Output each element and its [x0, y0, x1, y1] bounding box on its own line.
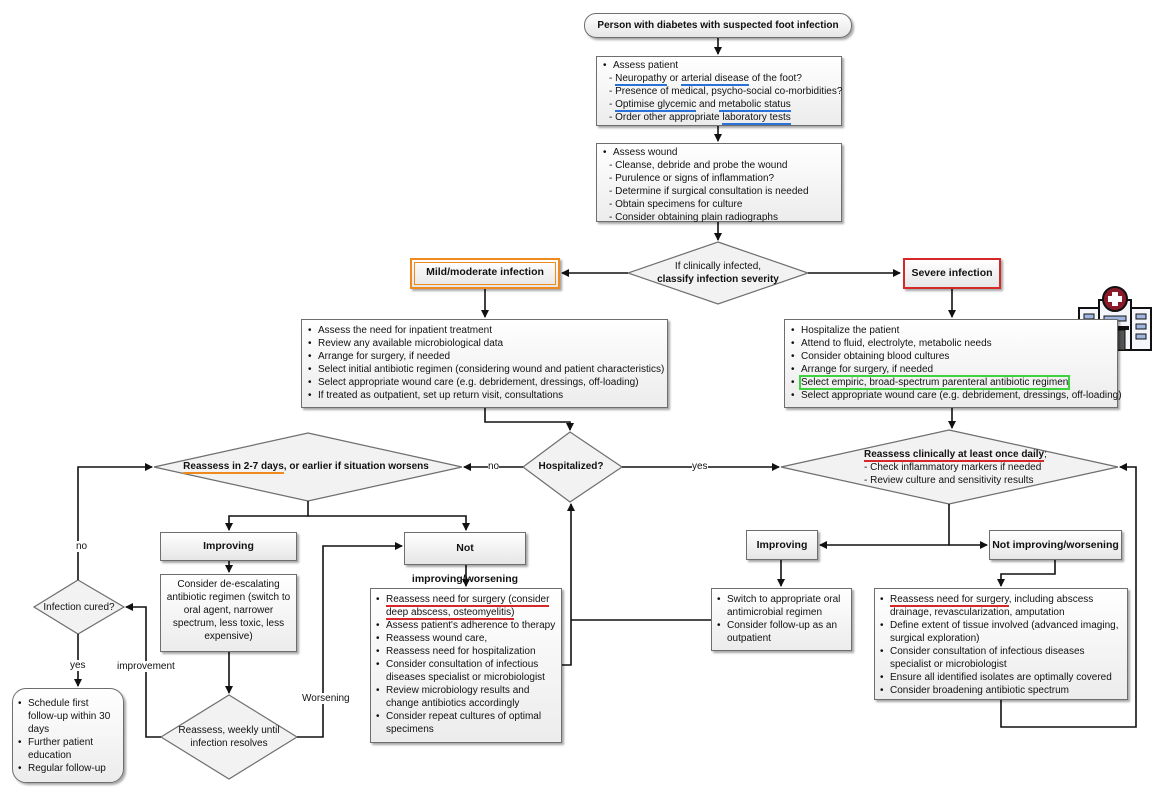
assess-patient-line-4: - Order other appropriate laboratory tes… [609, 112, 791, 125]
assess-patient-line-3: - Optimise glycemic and metabolic status [609, 99, 791, 112]
follow-up-item: Schedule first follow-up within 30 days [18, 697, 118, 736]
assess-wound-item: - Obtain specimens for culture [609, 199, 743, 210]
assess-patient-box: Assess patient - Neuropathy or arterial … [596, 56, 842, 126]
assess-wound-item: - Cleanse, debride and probe the wound [609, 160, 788, 171]
not-improving-right-item: Consider consultation of infectious dise… [880, 645, 1122, 671]
improving-right-item: Consider follow-up as an outpatient [717, 619, 846, 645]
start-node: Person with diabetes with suspected foot… [584, 13, 852, 38]
improving-right-item: Switch to appropriate oral antimicrobial… [717, 593, 846, 619]
not-improving-right-item: Define extent of tissue involved (advanc… [880, 619, 1122, 645]
not-improving-left-box: Reassess need for surgery (consider deep… [370, 588, 562, 743]
assess-wound-item: - Determine if surgical consultation is … [609, 186, 809, 197]
follow-up-box: Schedule first follow-up within 30 days … [12, 688, 124, 783]
cured-no-label: no [76, 541, 88, 552]
improvement-label: improvement [117, 661, 175, 672]
cured-yes-label: yes [70, 660, 86, 671]
reassess-left-decision: Reassess in 2-7 days, or earlier if situ… [183, 461, 429, 474]
severe-action-item: Consider obtaining blood cultures [791, 350, 1111, 363]
severe-action-item: Hospitalize the patient [791, 324, 1111, 337]
hospitalized-yes-label: yes [692, 461, 708, 472]
not-improving-left-item: Consider consultation of infectious dise… [376, 658, 556, 684]
follow-up-item: Regular follow-up [18, 762, 118, 775]
mild-action-item: Arrange for surgery, if needed [308, 350, 661, 363]
not-improving-left-header: Not improving/worsening [404, 532, 526, 585]
mild-infection-header: Mild/moderate infection [410, 258, 560, 289]
reassess-right-decision: Reassess clinically at least once daily;… [864, 449, 1047, 486]
not-improving-left-item: Reassess need for surgery (consider deep… [376, 593, 556, 620]
severe-action-item: Arrange for surgery, if needed [791, 363, 1111, 376]
improving-right-box: Switch to appropriate oral antimicrobial… [711, 588, 852, 651]
start-text: Person with diabetes with suspected foot… [597, 20, 839, 31]
hospitalized-decision: Hospitalized? [538, 461, 604, 472]
assess-patient-line-2: - Presence of medical, psycho-social co-… [609, 86, 843, 97]
follow-up-item: Further patient education [18, 736, 118, 762]
severe-action-item: Attend to fluid, electrolyte, metabolic … [791, 337, 1111, 350]
not-improving-right-header: Not improving/worsening [989, 530, 1122, 560]
mild-action-item: If treated as outpatient, set up return … [308, 389, 661, 402]
severe-actions-box: Hospitalize the patient Attend to fluid,… [784, 319, 1122, 408]
improving-right-header: Improving [746, 530, 818, 560]
reassess-weekly-decision: Reassess, weekly until infection resolve… [178, 725, 280, 749]
not-improving-right-item: Ensure all identified isolates are optim… [880, 671, 1122, 684]
improving-left-header: Improving [160, 532, 297, 561]
not-improving-left-item: Assess patient's adherence to therapy [376, 619, 556, 632]
worsening-label: Worsening [302, 693, 350, 704]
not-improving-left-item: Reassess need for hospitalization [376, 645, 556, 658]
mild-action-item: Review any available microbiological dat… [308, 337, 661, 350]
assess-wound-title: Assess wound [603, 146, 835, 159]
improving-left-box: Consider de-escalating antibiotic regime… [160, 574, 297, 652]
not-improving-right-box: Reassess need for surgery, including abs… [874, 588, 1128, 700]
mild-action-item: Select initial antibiotic regimen (consi… [308, 363, 664, 376]
not-improving-right-item: Reassess need for surgery, including abs… [880, 593, 1122, 619]
severe-infection-header: Severe infection [903, 258, 1001, 289]
not-improving-left-item: Reassess wound care, [376, 632, 556, 645]
not-improving-left-item: Review microbiology results and change a… [376, 684, 556, 710]
not-improving-left-item: Consider repeat cultures of optimal spec… [376, 710, 556, 736]
mild-action-item: Select appropriate wound care (e.g. debr… [308, 376, 661, 389]
severe-action-item-highlighted: Select empiric, broad-spectrum parentera… [791, 375, 1111, 390]
assess-wound-item: - Consider obtaining plain radiographs [609, 212, 778, 223]
assess-patient-line-1: - Neuropathy or arterial disease of the … [609, 73, 802, 86]
classify-decision: If clinically infected, classify infecti… [657, 261, 779, 285]
not-improving-right-item: Consider broadening antibiotic spectrum [880, 684, 1122, 697]
mild-action-item: Assess the need for inpatient treatment [308, 324, 661, 337]
assess-wound-box: Assess wound - Cleanse, debride and prob… [596, 143, 842, 223]
hospitalized-no-label: no [488, 461, 500, 472]
assess-wound-item: - Purulence or signs of inflammation? [609, 173, 775, 184]
infection-cured-decision: Infection cured? [43, 602, 115, 613]
mild-actions-box: Assess the need for inpatient treatment … [301, 319, 668, 408]
assess-patient-title: Assess patient [603, 59, 835, 72]
severe-action-item: Select appropriate wound care (e.g. debr… [791, 389, 1122, 402]
